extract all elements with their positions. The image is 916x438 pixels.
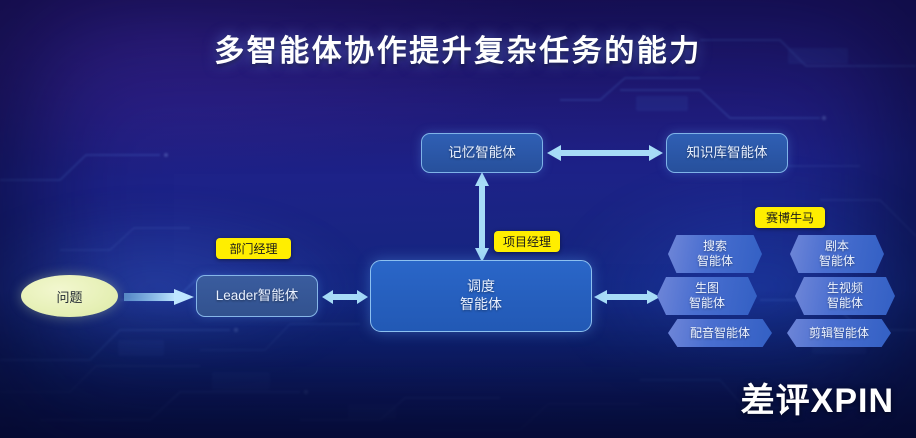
node-problem-label: 问题 bbox=[56, 289, 83, 305]
hex-video-generation-agent-line2: 智能体 bbox=[826, 296, 863, 310]
hex-search-agent-line2: 智能体 bbox=[696, 254, 733, 268]
arrow-problem-to-leader bbox=[124, 288, 196, 306]
arrow-dispatch-memory bbox=[473, 172, 491, 262]
node-memory-label: 记忆智能体 bbox=[448, 145, 516, 161]
arrow-leader-dispatch bbox=[322, 288, 368, 306]
hex-video-generation-agent-line1: 生视频 bbox=[826, 281, 863, 295]
hex-script-agent-line1: 剧本 bbox=[824, 239, 849, 253]
hex-search-agent[interactable]: 搜索 智能体 bbox=[668, 235, 762, 273]
hex-script-agent[interactable]: 剧本 智能体 bbox=[790, 235, 884, 273]
hex-voiceover-agent-label: 配音智能体 bbox=[689, 325, 750, 340]
hex-script-agent-label: 剧本 智能体 bbox=[819, 239, 855, 269]
node-memory-agent[interactable]: 记忆智能体 bbox=[421, 133, 543, 173]
tag-project-manager: 项目经理 bbox=[494, 231, 560, 252]
arrow-memory-knowledge bbox=[547, 144, 663, 162]
hex-search-agent-line1: 搜索 bbox=[702, 239, 727, 253]
hex-search-agent-label: 搜索 智能体 bbox=[697, 239, 733, 269]
node-knowledge-base-agent[interactable]: 知识库智能体 bbox=[666, 133, 788, 173]
watermark: 差评XPIN bbox=[740, 382, 894, 420]
node-dispatch-agent[interactable]: 调度 智能体 bbox=[370, 260, 592, 332]
tag-cyber-workhorse: 赛博牛马 bbox=[755, 207, 825, 228]
tag-department-manager-label: 部门经理 bbox=[229, 242, 278, 256]
hex-video-generation-agent-label: 生视频 智能体 bbox=[827, 281, 863, 311]
hex-image-generation-agent-label: 生图 智能体 bbox=[689, 281, 725, 311]
hex-image-generation-agent-line1: 生图 bbox=[694, 281, 719, 295]
node-dispatch-label: 调度 智能体 bbox=[460, 278, 502, 314]
hex-script-agent-line2: 智能体 bbox=[818, 254, 855, 268]
page-title: 多智能体协作提升复杂任务的能力 bbox=[214, 35, 702, 68]
hex-editing-agent-label: 剪辑智能体 bbox=[808, 325, 869, 340]
hex-image-generation-agent[interactable]: 生图 智能体 bbox=[657, 277, 757, 315]
node-problem[interactable]: 问题 bbox=[21, 275, 118, 317]
hex-video-generation-agent[interactable]: 生视频 智能体 bbox=[795, 277, 895, 315]
tag-department-manager: 部门经理 bbox=[216, 238, 291, 259]
hex-voiceover-agent[interactable]: 配音智能体 bbox=[668, 319, 772, 347]
arrow-dispatch-workers bbox=[594, 288, 660, 306]
node-dispatch-label-line1: 调度 bbox=[467, 278, 495, 295]
tag-project-manager-label: 项目经理 bbox=[502, 235, 551, 249]
node-knowledge-base-label: 知识库智能体 bbox=[686, 145, 768, 161]
hex-image-generation-agent-line2: 智能体 bbox=[688, 296, 725, 310]
tag-cyber-workhorse-label: 赛博牛马 bbox=[765, 211, 814, 225]
node-dispatch-label-line2: 智能体 bbox=[460, 296, 502, 312]
node-leader-agent[interactable]: Leader智能体 bbox=[196, 275, 318, 317]
hex-editing-agent[interactable]: 剪辑智能体 bbox=[787, 319, 891, 347]
node-leader-label: Leader智能体 bbox=[215, 288, 299, 304]
